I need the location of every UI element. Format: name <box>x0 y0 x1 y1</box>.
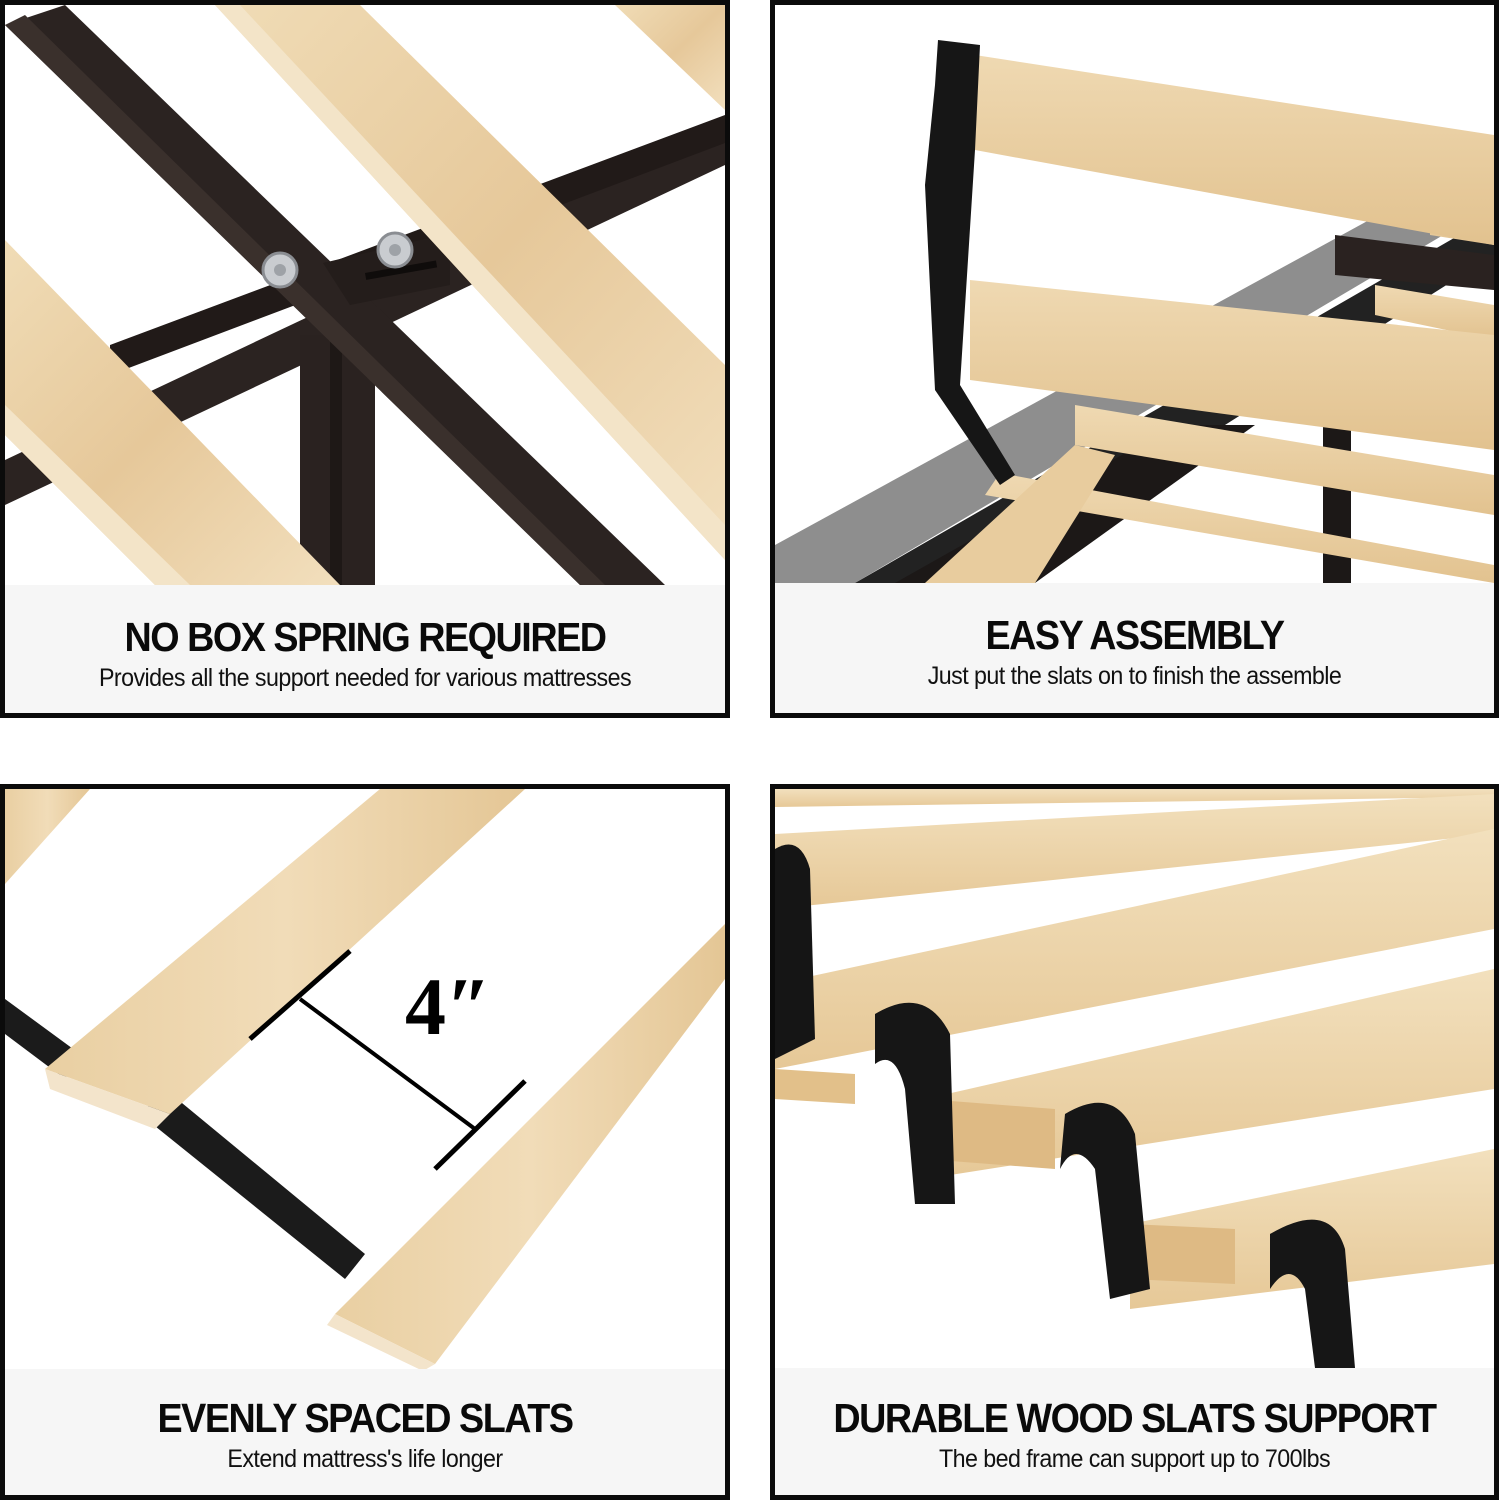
feature-title: NO BOX SPRING REQUIRED <box>124 614 607 660</box>
feature-panel-durable-slats: DURABLE WOOD SLATS SUPPORT The bed frame… <box>770 784 1499 1500</box>
slat-spacing-illustration: 4″ <box>5 789 725 1369</box>
spacing-dimension-label: 4″ <box>405 961 491 1052</box>
feature-panel-easy-assembly: EASY ASSEMBLY Just put the slats on to f… <box>770 0 1499 718</box>
slat-assembly-illustration <box>775 40 1494 583</box>
feature-panel-no-box-spring: NO BOX SPRING REQUIRED Provides all the … <box>0 0 730 718</box>
product-photo-slat-spacing: 4″ <box>5 789 725 1369</box>
feature-subtitle: The bed frame can support up to 700lbs <box>938 1445 1331 1473</box>
caption-band: EVENLY SPACED SLATS Extend mattress's li… <box>5 1369 725 1495</box>
caption-band: NO BOX SPRING REQUIRED Provides all the … <box>5 585 725 713</box>
caption-band: DURABLE WOOD SLATS SUPPORT The bed frame… <box>775 1368 1494 1495</box>
feature-subtitle: Provides all the support needed for vari… <box>98 664 632 692</box>
caption-band: EASY ASSEMBLY Just put the slats on to f… <box>775 583 1494 713</box>
product-photo-strapped-slats <box>775 789 1494 1368</box>
feature-subtitle: Just put the slats on to finish the asse… <box>927 662 1342 690</box>
feature-title: EASY ASSEMBLY <box>985 612 1285 658</box>
feature-title: DURABLE WOOD SLATS SUPPORT <box>833 1395 1437 1441</box>
product-photo-slat-install <box>775 5 1494 583</box>
feature-title: EVENLY SPACED SLATS <box>157 1395 573 1441</box>
strapped-slats-illustration <box>775 789 1494 1368</box>
feature-panel-evenly-spaced: 4″ EVENLY SPACED SLATS Extend mattress's… <box>0 784 730 1500</box>
bed-frame-illustration <box>5 5 725 585</box>
feature-subtitle: Extend mattress's life longer <box>227 1445 503 1473</box>
product-photo-frame-joint <box>5 5 725 585</box>
